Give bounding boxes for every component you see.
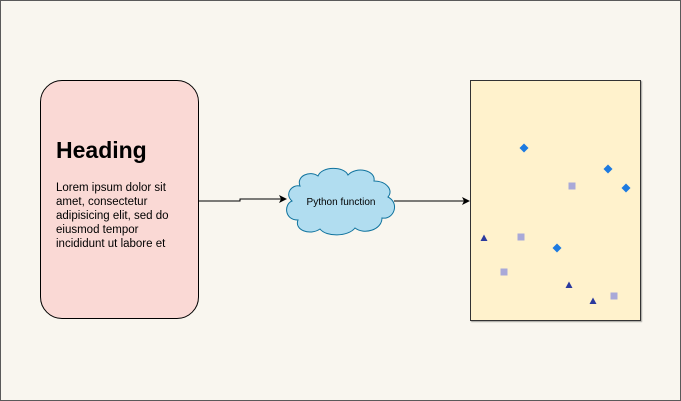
text-card[interactable]: Heading Lorem ipsum dolor sit amet, cons… <box>40 80 199 319</box>
square-marker <box>610 292 618 300</box>
output-markers <box>480 143 631 304</box>
output-panel[interactable] <box>470 80 641 321</box>
process-label: Python function <box>307 197 376 208</box>
diamond-marker <box>603 164 613 174</box>
diamond-marker <box>552 243 562 253</box>
triangle-marker <box>589 297 597 304</box>
square-marker <box>500 268 508 276</box>
card-heading: Heading <box>56 137 147 163</box>
card-body-text: Lorem ipsum dolor sit amet, consectetur … <box>56 182 169 250</box>
triangle-marker <box>480 234 488 241</box>
process-cloud[interactable]: Python function <box>286 167 396 236</box>
diamond-marker <box>519 143 529 153</box>
triangle-marker <box>565 281 573 288</box>
square-marker <box>517 233 525 241</box>
connector-card-to-function <box>199 195 287 203</box>
diamond-marker <box>621 183 631 193</box>
cloud-icon <box>286 167 396 236</box>
square-marker <box>568 182 576 190</box>
